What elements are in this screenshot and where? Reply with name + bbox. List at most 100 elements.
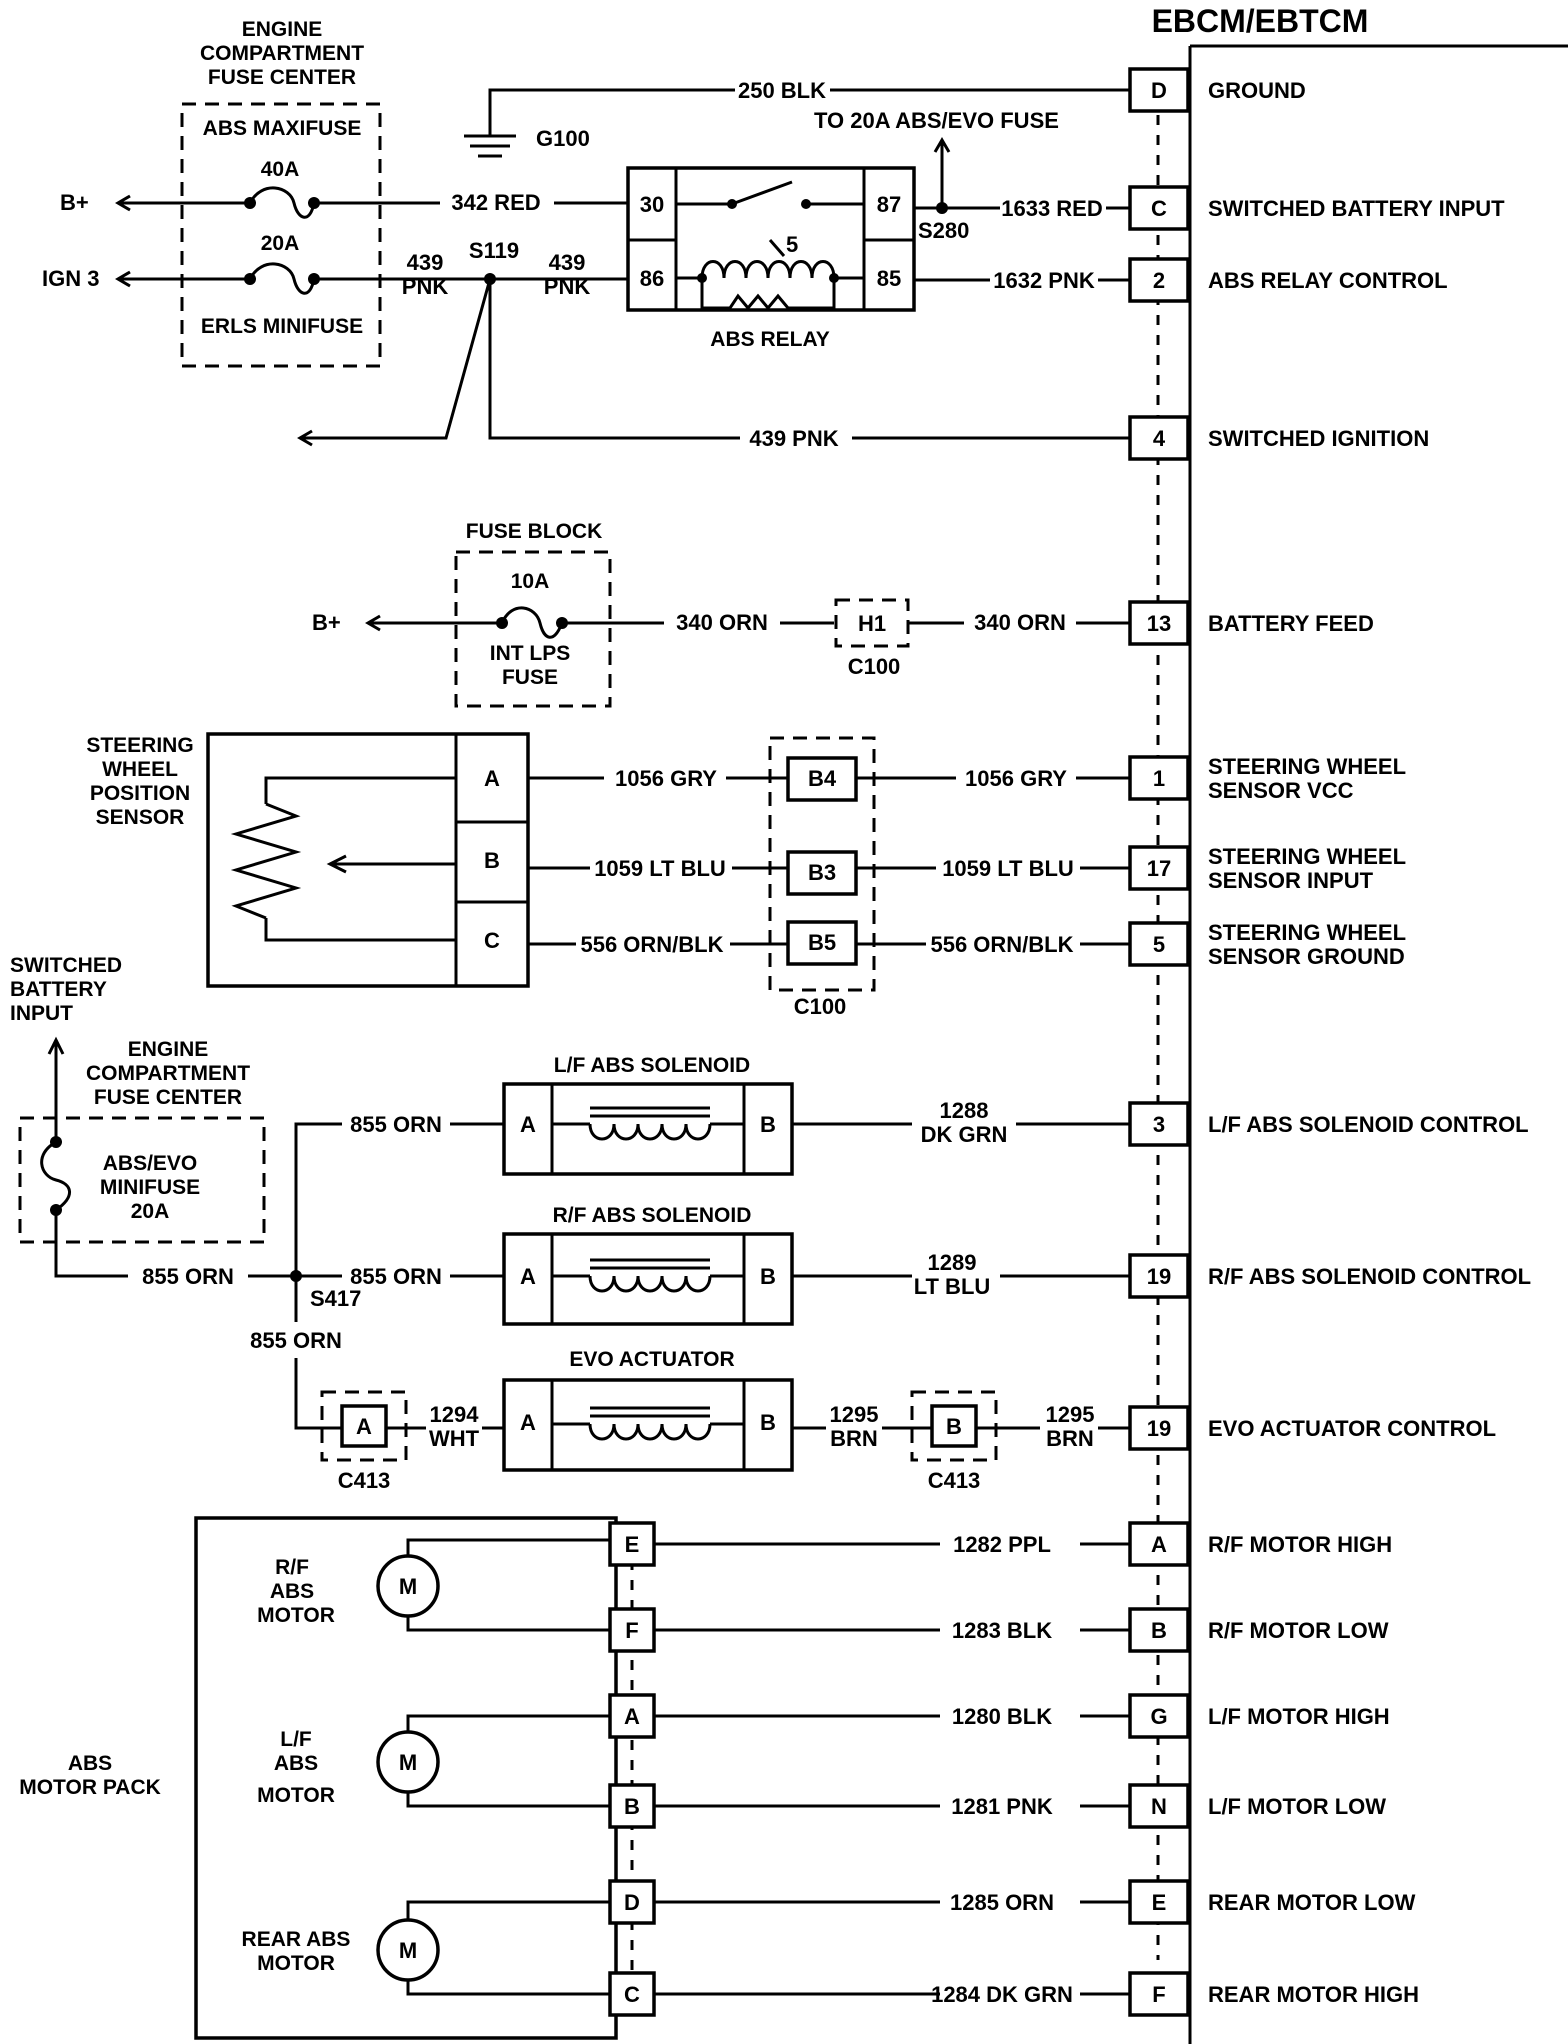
steering-title-1: STEERING — [86, 734, 193, 757]
c100-b5 — [786, 920, 858, 966]
evo-coil-icon — [552, 1406, 744, 1441]
ebcm-pin-label-1: SWITCHED BATTERY INPUT — [1208, 196, 1505, 221]
c413-b-label: B — [946, 1414, 962, 1439]
steering-sensor-box — [206, 732, 530, 988]
module-title: EBCM/EBTCM — [1152, 3, 1369, 39]
motor-wire-label-2: 1280 BLK — [952, 1704, 1052, 1729]
fuse-block-name-1: INT LPS — [490, 642, 571, 665]
rf-pin-b: B — [760, 1264, 776, 1289]
ebcm-pin-label-14: L/F MOTOR LOW — [1208, 1794, 1386, 1819]
w855-label-lf: 855 ORN — [350, 1112, 442, 1137]
relay-switch-arm — [731, 180, 793, 206]
fuse-center-box — [180, 102, 382, 368]
ebcm-pin-box-16 — [1128, 1971, 1190, 2017]
ebcm-pin-label-16: REAR MOTOR HIGH — [1208, 1982, 1419, 2007]
motor-wire-label-0: 1282 PPL — [953, 1532, 1051, 1557]
sw-wire-1-label-b: 1056 GRY — [965, 766, 1067, 791]
c100-label-2: C100 — [794, 994, 847, 1019]
ebcm-pin-box-15 — [1128, 1879, 1190, 1925]
fuse-block-title: FUSE BLOCK — [466, 520, 603, 543]
lf-coil-icon — [552, 1106, 744, 1141]
rf-wire-1: 1289 — [928, 1250, 977, 1275]
pot-top-lead — [264, 776, 456, 804]
ebcm-pin-box-2 — [1128, 257, 1190, 303]
rf-motor-m: M — [399, 1574, 417, 1599]
int-lps-fuse-icon — [500, 606, 564, 639]
splice-s119-label: S119 — [469, 238, 519, 263]
rf-motor-lead-bot — [406, 1616, 610, 1632]
w1295-1b: 1295 — [1046, 1402, 1095, 1427]
relay-coil-num: 5 — [786, 232, 798, 257]
lf-motor-m: M — [399, 1750, 417, 1775]
maxifuse-icon — [248, 186, 316, 219]
lf-motor-label-2: ABS — [274, 1752, 318, 1775]
ebcm-pin-label-8: L/F ABS SOLENOID CONTROL — [1208, 1112, 1529, 1137]
ebcm-pin-box-8 — [1128, 1101, 1190, 1147]
wire-439-a-1: 439 — [407, 250, 444, 275]
wire-439-b-2: PNK — [544, 274, 591, 299]
ebcm-pin-label-4: BATTERY FEED — [1208, 611, 1374, 636]
wire-340-a-label: 340 ORN — [676, 610, 768, 635]
bplus-label-2: B+ — [312, 610, 341, 635]
rf-solenoid-title: R/F ABS SOLENOID — [553, 1204, 752, 1227]
ebcm-pin-box-7 — [1128, 921, 1190, 967]
wire-439-b-1: 439 — [549, 250, 586, 275]
splice-s280-label: S280 — [918, 218, 969, 243]
ebcm-pin-id-11: A — [1151, 1532, 1167, 1557]
ebcm-pin-id-5: 1 — [1153, 766, 1165, 791]
rf-motor-lead-top — [406, 1538, 610, 1556]
ebcm-pin-label-6-2: SENSOR INPUT — [1208, 868, 1374, 893]
s417-to-lf — [294, 1122, 342, 1276]
fuse-center-title-2: COMPARTMENT — [200, 42, 364, 65]
sw-wire-3-label-a: 556 ORN/BLK — [580, 932, 723, 957]
ground-label: G100 — [536, 126, 590, 151]
ground-wire-label: 250 BLK — [738, 78, 826, 103]
minifuse-icon — [248, 262, 316, 295]
c100-h1-label: H1 — [858, 611, 886, 636]
motor-pack-pin-id-3: B — [624, 1794, 640, 1819]
motor-pack-pin-id-0: E — [625, 1532, 640, 1557]
lf-solenoid-box — [502, 1082, 794, 1176]
rear-motor-label-1: REAR ABS — [242, 1928, 351, 1951]
relay-coil — [700, 260, 836, 279]
evo-fuse-icon — [40, 1140, 71, 1212]
motor-pack-pin-id-1: F — [625, 1618, 638, 1643]
ebcm-pin-label-2: ABS RELAY CONTROL — [1208, 268, 1448, 293]
ebcm-pin-box-0 — [1128, 67, 1190, 113]
fuse-block-rating: 10A — [511, 570, 550, 593]
lf-motor-label-1: L/F — [280, 1728, 312, 1751]
steering-title-2: WHEEL — [102, 758, 178, 781]
ebcm-pin-label-0: GROUND — [1208, 78, 1306, 103]
s119-branch-arrow — [297, 429, 313, 447]
sw-batt-title-1: SWITCHED — [10, 954, 122, 977]
ebcm-pin-id-3: 4 — [1153, 426, 1166, 451]
rf-pin-a: A — [520, 1264, 536, 1289]
lf-motor-lead-bot — [406, 1792, 610, 1808]
c100-label-1: C100 — [848, 654, 901, 679]
to-fuse-label: TO 20A ABS/EVO FUSE — [814, 108, 1059, 133]
minifuse-label: ERLS MINIFUSE — [201, 315, 363, 338]
lf-motor-label-3: MOTOR — [257, 1784, 335, 1807]
maxifuse-rating: 40A — [261, 158, 300, 181]
rf-wire-2: LT BLU — [914, 1274, 991, 1299]
w855-label-evo: 855 ORN — [250, 1328, 342, 1353]
wire-340-b-label: 340 ORN — [974, 610, 1066, 635]
ebcm-pin-id-14: N — [1151, 1794, 1167, 1819]
ebcm-pin-box-3 — [1128, 415, 1190, 461]
ebcm-pin-label-7-2: SENSOR GROUND — [1208, 944, 1405, 969]
ebcm-pin-box-4 — [1128, 600, 1190, 646]
wire-342-label: 342 RED — [451, 190, 540, 215]
ebcm-pin-id-0: D — [1151, 78, 1167, 103]
w1295-1a: 1295 — [830, 1402, 879, 1427]
ebcm-pin-id-10: 19 — [1147, 1416, 1171, 1441]
fuse-center-title-3: FUSE CENTER — [208, 66, 356, 89]
ebcm-pin-label-5-1: STEERING WHEEL — [1208, 754, 1406, 779]
motor-pack-pin-box-1 — [608, 1607, 656, 1653]
steering-pin-c: C — [484, 928, 500, 953]
sw-batt-arrow — [47, 1036, 65, 1055]
s417-to-evo — [294, 1358, 342, 1430]
lf-motor-lead-top — [406, 1714, 610, 1732]
c413-b-box — [910, 1390, 998, 1462]
motor-pack-title-2: MOTOR PACK — [19, 1776, 161, 1799]
